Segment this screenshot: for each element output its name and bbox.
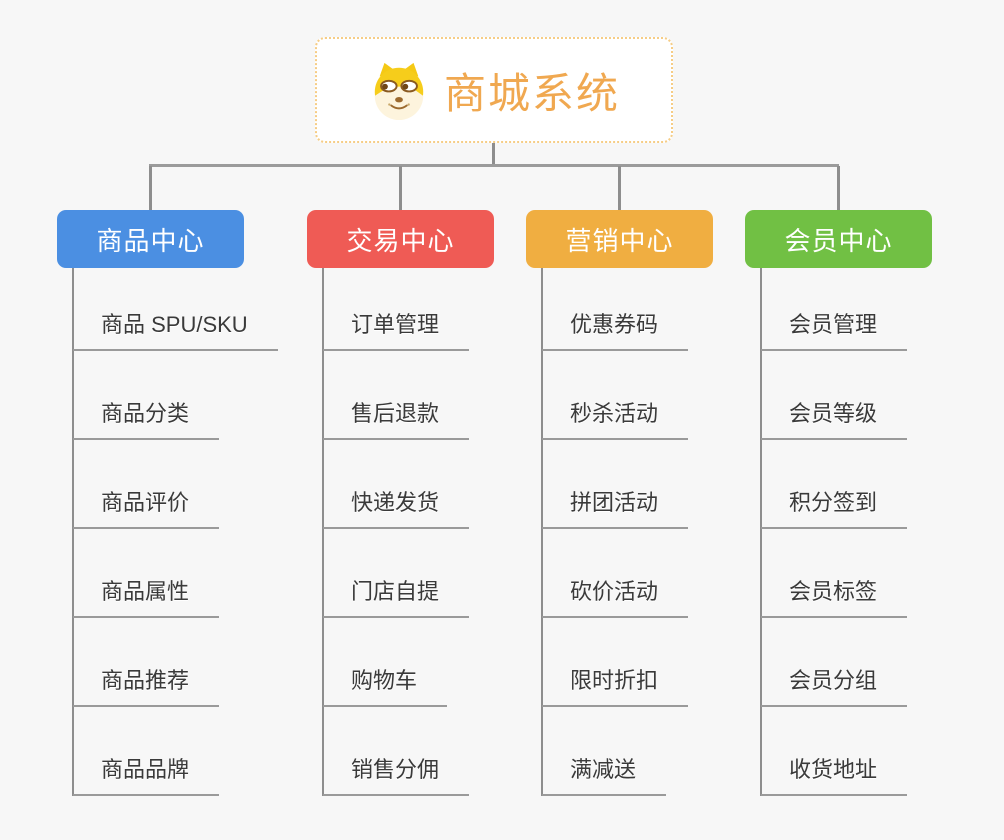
root-node[interactable]: 商城系统 bbox=[315, 37, 673, 143]
branch-header-member-center[interactable]: 会员中心 bbox=[745, 210, 932, 268]
branch-vline-product-center bbox=[72, 268, 74, 796]
doge-icon bbox=[368, 59, 430, 121]
node-label: 满减送 bbox=[542, 752, 667, 796]
node-label: 会员分组 bbox=[761, 663, 908, 707]
branch-items-member-center: 会员管理 会员等级 积分签到 会员标签 会员分组 收货地址 bbox=[761, 268, 1004, 796]
node-label: 商品推荐 bbox=[73, 663, 220, 707]
mindmap-node[interactable]: 会员等级 bbox=[761, 351, 1004, 440]
mindmap-node[interactable]: 会员标签 bbox=[761, 529, 1004, 618]
node-label: 销售分佣 bbox=[323, 752, 470, 796]
mindmap-node[interactable]: 售后退款 bbox=[323, 351, 583, 440]
mindmap-node[interactable]: 优惠券码 bbox=[542, 268, 802, 351]
connector-stem-trade bbox=[399, 166, 402, 210]
branch-items-trade-center: 订单管理 售后退款 快递发货 门店自提 购物车 销售分佣 bbox=[323, 268, 583, 796]
branch-header-trade-center[interactable]: 交易中心 bbox=[307, 210, 494, 268]
mindmap-node[interactable]: 商品属性 bbox=[73, 529, 333, 618]
branch-trade-center: 交易中心 订单管理 售后退款 快递发货 门店自提 购物车 销售分佣 bbox=[307, 210, 494, 796]
node-label: 会员管理 bbox=[761, 307, 908, 351]
connector-stem-product bbox=[149, 166, 152, 210]
node-label: 秒杀活动 bbox=[542, 396, 689, 440]
branch-header-marketing-center[interactable]: 营销中心 bbox=[526, 210, 713, 268]
mindmap-node[interactable]: 秒杀活动 bbox=[542, 351, 802, 440]
node-label: 限时折扣 bbox=[542, 663, 689, 707]
connector-stem-member bbox=[837, 166, 840, 210]
mindmap-node[interactable]: 订单管理 bbox=[323, 268, 583, 351]
node-label: 售后退款 bbox=[323, 396, 470, 440]
node-label: 砍价活动 bbox=[542, 574, 689, 618]
node-label: 快递发货 bbox=[323, 485, 470, 529]
mindmap-node[interactable]: 商品品牌 bbox=[73, 707, 333, 796]
mindmap-node[interactable]: 销售分佣 bbox=[323, 707, 583, 796]
branch-header-product-center[interactable]: 商品中心 bbox=[57, 210, 244, 268]
mindmap-node[interactable]: 满减送 bbox=[542, 707, 802, 796]
mindmap-node[interactable]: 商品推荐 bbox=[73, 618, 333, 707]
node-label: 优惠券码 bbox=[542, 307, 689, 351]
mindmap-node[interactable]: 商品分类 bbox=[73, 351, 333, 440]
node-label: 积分签到 bbox=[761, 485, 908, 529]
mindmap-node[interactable]: 会员管理 bbox=[761, 268, 1004, 351]
node-label: 商品属性 bbox=[73, 574, 220, 618]
connector-stem-marketing bbox=[618, 166, 621, 210]
mindmap-node[interactable]: 商品 SPU/SKU bbox=[73, 268, 333, 351]
mindmap-node[interactable]: 门店自提 bbox=[323, 529, 583, 618]
branch-vline-member-center bbox=[760, 268, 762, 796]
node-label: 会员标签 bbox=[761, 574, 908, 618]
branch-member-center: 会员中心 会员管理 会员等级 积分签到 会员标签 会员分组 收货地址 bbox=[745, 210, 932, 796]
node-label: 会员等级 bbox=[761, 396, 908, 440]
node-label: 商品评价 bbox=[73, 485, 220, 529]
root-title: 商城系统 bbox=[443, 69, 620, 117]
node-label: 商品 SPU/SKU bbox=[73, 307, 278, 351]
mindmap-node[interactable]: 购物车 bbox=[323, 618, 583, 707]
branch-marketing-center: 营销中心 优惠券码 秒杀活动 拼团活动 砍价活动 限时折扣 满减送 bbox=[526, 210, 713, 796]
mindmap-node[interactable]: 商品评价 bbox=[73, 440, 333, 529]
mindmap-node[interactable]: 限时折扣 bbox=[542, 618, 802, 707]
node-label: 收货地址 bbox=[761, 752, 908, 796]
branch-items-marketing-center: 优惠券码 秒杀活动 拼团活动 砍价活动 限时折扣 满减送 bbox=[542, 268, 802, 796]
branch-items-product-center: 商品 SPU/SKU 商品分类 商品评价 商品属性 商品推荐 商品品牌 bbox=[73, 268, 333, 796]
connector-root-stem bbox=[492, 143, 495, 166]
node-label: 拼团活动 bbox=[542, 485, 689, 529]
mindmap-node[interactable]: 收货地址 bbox=[761, 707, 1004, 796]
branch-vline-marketing-center bbox=[541, 268, 543, 796]
node-label: 商品分类 bbox=[73, 396, 220, 440]
node-label: 门店自提 bbox=[323, 574, 470, 618]
connector-horizontal bbox=[149, 164, 839, 167]
mindmap-node[interactable]: 拼团活动 bbox=[542, 440, 802, 529]
branch-product-center: 商品中心 商品 SPU/SKU 商品分类 商品评价 商品属性 商品推荐 商品品牌 bbox=[57, 210, 278, 796]
mindmap-node[interactable]: 积分签到 bbox=[761, 440, 1004, 529]
node-label: 订单管理 bbox=[323, 307, 470, 351]
mindmap-node[interactable]: 快递发货 bbox=[323, 440, 583, 529]
mindmap-node[interactable]: 砍价活动 bbox=[542, 529, 802, 618]
branch-vline-trade-center bbox=[322, 268, 324, 796]
mindmap-node[interactable]: 会员分组 bbox=[761, 618, 1004, 707]
node-label: 商品品牌 bbox=[73, 752, 220, 796]
node-label: 购物车 bbox=[323, 663, 448, 707]
